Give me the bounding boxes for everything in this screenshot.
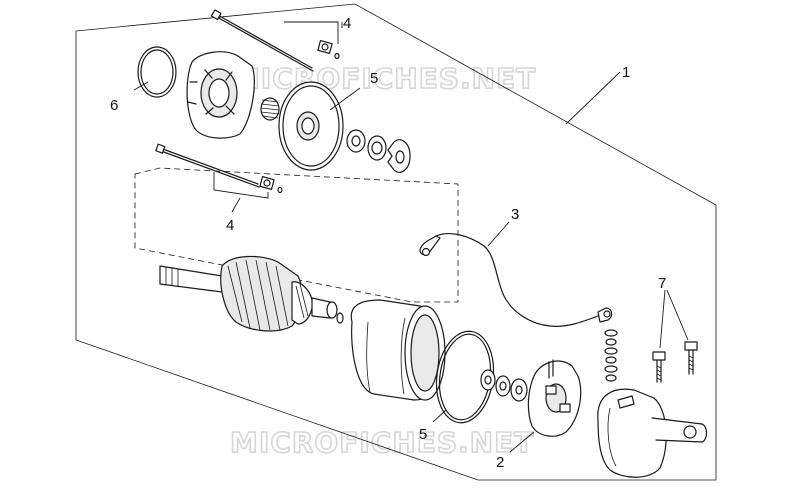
watermark-bottom: MICROFICHES.NET — [230, 426, 534, 459]
callout-4-lower: 4 — [226, 217, 234, 234]
callout-7: 7 — [658, 275, 666, 292]
leader-bracket-4b — [213, 172, 269, 199]
assembly-boundary — [75, 3, 717, 481]
brush-holder — [527, 359, 582, 437]
rear-end-cover — [597, 388, 708, 478]
front-end-cover — [186, 51, 255, 139]
through-bolt-lower — [155, 143, 260, 188]
circlip-top — [387, 139, 411, 173]
leader-6 — [133, 81, 149, 91]
yoke-housing — [350, 299, 446, 401]
leader-5a — [329, 87, 361, 111]
washer-nut-lower — [259, 176, 283, 194]
washer-nut-top — [317, 40, 340, 60]
mounting-screw-left — [652, 351, 666, 383]
terminal-washers-nuts — [604, 329, 618, 382]
leader-7-right — [666, 289, 689, 341]
leader-4b — [231, 197, 241, 213]
leader-2 — [509, 431, 535, 453]
armature — [159, 255, 344, 332]
callout-2: 2 — [496, 454, 504, 471]
shim-washers-top — [346, 129, 387, 161]
leader-bracket-4a — [284, 21, 339, 44]
callout-1: 1 — [622, 64, 630, 81]
leader-5b — [432, 409, 447, 423]
through-bolt-top — [210, 9, 314, 72]
callout-4-top: 4 — [343, 15, 351, 32]
callout-6: 6 — [110, 97, 118, 114]
mounting-screw-right — [684, 341, 698, 375]
callout-5-lower: 5 — [419, 426, 427, 443]
callout-5-top: 5 — [370, 70, 378, 87]
leader-3 — [487, 221, 510, 247]
callout-3: 3 — [511, 206, 519, 223]
shim-washers-lower — [480, 369, 528, 402]
o-ring — [137, 46, 177, 98]
brush-holder-subassembly-box — [134, 167, 459, 303]
leader-7-left — [659, 289, 666, 349]
terminal-cable — [419, 233, 613, 327]
needle-bearing — [260, 97, 280, 121]
watermark-top: MICROFICHES.NET — [232, 62, 536, 95]
leader-1 — [565, 71, 621, 125]
gasket-plate-top — [278, 81, 344, 171]
